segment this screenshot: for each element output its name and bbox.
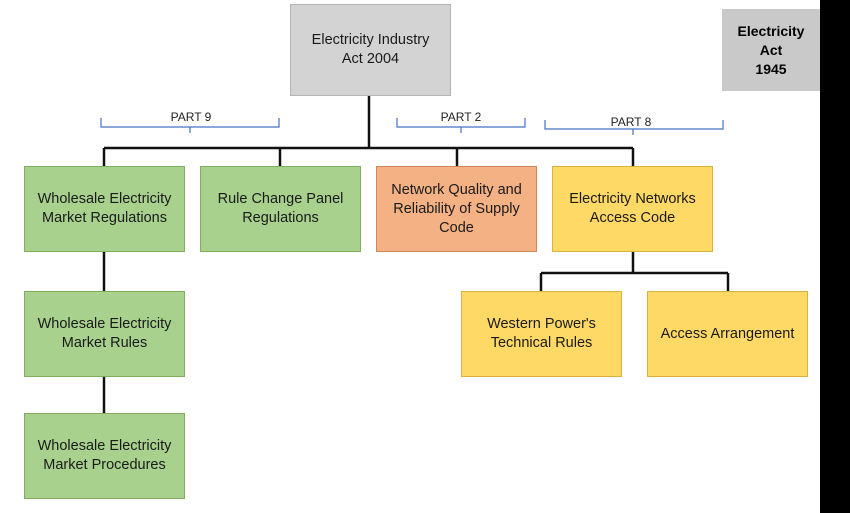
part8-label: PART 8 [610,115,652,129]
rule-change-panel-node: Rule Change Panel Regulations [200,166,361,252]
access-arrangement-node: Access Arrangement [647,291,808,377]
technical-rules-node: Western Power's Technical Rules [461,291,622,377]
network-quality-node: Network Quality and Reliability of Suppl… [376,166,537,252]
electricity-act-1945-node: Electricity Act 1945 [722,9,820,91]
part2-bracket [396,118,526,133]
part2-label: PART 2 [440,110,482,124]
part9-bracket [100,118,280,133]
access-code-node: Electricity Networks Access Code [552,166,713,252]
part8-bracket [544,120,724,135]
wem-regulations-node: Wholesale Electricity Market Regulations [24,166,185,252]
electricity-industry-act-node: Electricity Industry Act 2004 [290,4,451,96]
wem-procedures-node: Wholesale Electricity Market Procedures [24,413,185,499]
wem-rules-node: Wholesale Electricity Market Rules [24,291,185,377]
part9-label: PART 9 [170,110,212,124]
right-edge-bar [820,0,850,513]
